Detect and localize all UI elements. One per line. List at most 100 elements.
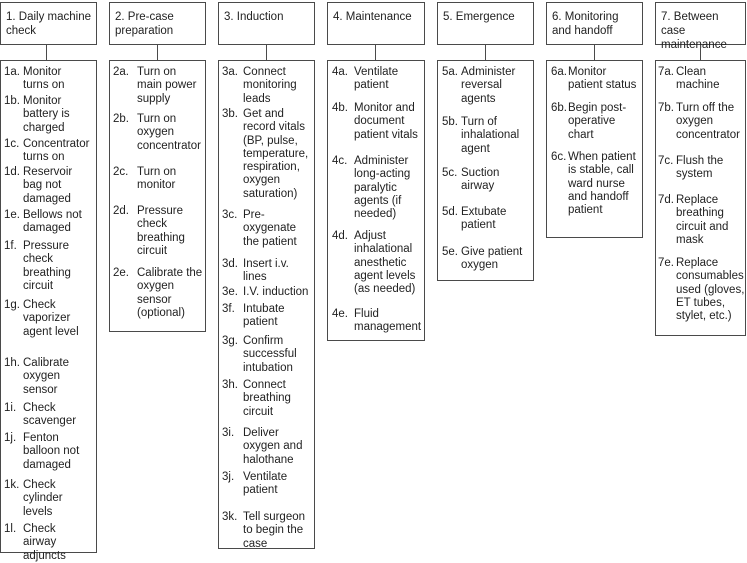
- item-text: Ventilate patient: [243, 471, 288, 497]
- column-7-connector: [700, 45, 701, 60]
- item-number: 5a.: [442, 66, 458, 78]
- item-text: Insert i.v. lines: [243, 258, 289, 284]
- item-text: Fluid management: [354, 308, 422, 334]
- column-6-connector: [594, 45, 595, 60]
- item-number: 2e.: [113, 267, 129, 279]
- column-1-header: 1. Daily machine check: [0, 2, 97, 45]
- item-text: Turn of inhalational agent: [461, 116, 520, 155]
- list-item: 3c.Pre-oxygenate the patient: [222, 209, 312, 249]
- list-item: 5b.Turn of inhalational agent: [442, 116, 531, 156]
- column-7-list: 7a.Clean machine 7b.Turn off the oxygen …: [655, 60, 746, 336]
- list-item: 2c.Turn on monitor: [113, 166, 203, 193]
- item-text: Replace breathing circuit and mask: [676, 194, 729, 246]
- item-text: Confirm successful intubation: [243, 335, 297, 374]
- column-7-header: 7. Between case maintenance: [655, 2, 746, 51]
- item-number: 1i.: [4, 402, 17, 414]
- list-item: 5a.Administer reversal agents: [442, 66, 531, 106]
- item-number: 2d.: [113, 205, 129, 217]
- item-text: Get and record vitals (BP, pulse, temper…: [243, 108, 309, 200]
- list-item: 4e. Fluid management: [332, 308, 422, 335]
- item-number: 4e.: [332, 308, 348, 320]
- list-item: 1e.Bellows not damaged: [4, 209, 89, 236]
- item-number: 3c.: [222, 209, 238, 221]
- list-item: 1i. Check scavenger: [4, 402, 89, 429]
- column-6-header: 6. Monitoring and handoff: [546, 2, 643, 45]
- list-item: 5c.Suction airway: [442, 167, 531, 194]
- item-number: 1l.: [4, 523, 17, 535]
- item-text: Check scavenger: [23, 402, 77, 428]
- item-number: 4b.: [332, 102, 348, 114]
- item-number: 7e.: [658, 257, 674, 269]
- list-item: 1d.Reservoir bag not damaged: [4, 166, 93, 206]
- item-number: 1d.: [4, 166, 20, 178]
- list-item: 3e.I.V. induction: [222, 286, 312, 299]
- item-number: 6c.: [551, 151, 567, 163]
- item-text: Extubate patient: [461, 206, 507, 232]
- list-item: 2d. Pressure check breathing circuit: [113, 205, 203, 258]
- item-text: Intubate patient: [243, 303, 285, 329]
- list-item: 6b.Begin post-operative chart: [551, 102, 640, 142]
- column-2-list: 2a.Turn on main power supply 2b.Turn on …: [109, 60, 206, 332]
- list-item: 7b.Turn off the oxygen concentrator: [658, 102, 745, 142]
- column-4-header: 4. Maintenance: [327, 2, 425, 45]
- item-text: Concentrator turns on: [23, 138, 90, 164]
- list-item: 7e.Replace consumables used (gloves, ET …: [658, 257, 745, 323]
- column-4-list: 4a.Ventilate patient 4b. Monitor and docu…: [327, 60, 425, 341]
- item-number: 7b.: [658, 102, 674, 114]
- list-item: 1g.Check vaporizer agent level: [4, 299, 89, 339]
- item-text: Pressure check breathing circuit: [137, 205, 185, 257]
- item-text: Check vaporizer agent level: [23, 299, 79, 338]
- column-1-connector: [46, 45, 47, 60]
- item-text: Check airway adjuncts: [23, 523, 66, 562]
- item-text: Pressure check breathing circuit: [23, 240, 71, 292]
- list-item: 5d.Extubate patient: [442, 206, 531, 233]
- item-text: Connect monitoring leads: [243, 66, 297, 105]
- list-item: 4c. Administer long-acting paralytic agen…: [332, 155, 422, 221]
- item-number: 3h.: [222, 379, 238, 391]
- item-number: 6b.: [551, 102, 567, 114]
- list-item: 1j.Fenton balloon not damaged: [4, 432, 89, 472]
- item-number: 2c.: [113, 166, 129, 178]
- item-text: Turn on oxygen concentrator: [137, 113, 201, 152]
- column-5-list: 5a.Administer reversal agents 5b.Turn of…: [437, 60, 534, 281]
- list-item: 3b.Get and record vitals (BP, pulse, tem…: [222, 108, 312, 201]
- item-text: Connect breathing circuit: [243, 379, 291, 418]
- item-text: Flush the system: [676, 155, 724, 181]
- list-item: 4d.Adjust inhalational anesthetic agent …: [332, 230, 422, 296]
- item-text: I.V. induction: [243, 286, 309, 298]
- item-number: 5e.: [442, 246, 458, 258]
- list-item: 4a.Ventilate patient: [332, 66, 422, 93]
- item-text: Deliver oxygen and halothane: [243, 427, 303, 466]
- item-number: 1c.: [4, 138, 20, 150]
- list-item: 3d.Insert i.v. lines: [222, 258, 312, 285]
- item-text: Monitor and document patient vitals: [354, 102, 418, 141]
- item-text: Check cylinder levels: [23, 479, 63, 518]
- column-1-list: 1a.Monitor turns on 1b.Monitor battery i…: [0, 60, 97, 562]
- item-number: 7a.: [658, 66, 674, 78]
- item-number: 3k.: [222, 511, 238, 523]
- item-number: 1h.: [4, 357, 20, 369]
- column-3-connector: [266, 45, 267, 60]
- item-text: Ventilate patient: [354, 66, 399, 92]
- list-item: 2a.Turn on main power supply: [113, 66, 203, 106]
- item-text: Replace consumables used (gloves, ET tub…: [676, 257, 745, 323]
- column-2-connector: [157, 45, 158, 60]
- item-number: 1g.: [4, 299, 20, 311]
- item-text: Give patient oxygen: [461, 246, 523, 272]
- list-item: 1k.Check cylinder levels: [4, 479, 89, 519]
- list-item: 6a.Monitor patient status: [551, 66, 640, 93]
- list-item: 1h.Calibrate oxygen sensor: [4, 357, 89, 397]
- item-number: 4c.: [332, 155, 348, 167]
- item-text: Administer long-acting paralytic agents …: [354, 155, 411, 221]
- column-6-list: 6a.Monitor patient status 6b.Begin post-…: [546, 60, 643, 238]
- item-number: 5c.: [442, 167, 458, 179]
- list-item: 7d.Replace breathing circuit and mask: [658, 194, 745, 247]
- list-item: 3k. Tell surgeon to begin the case: [222, 511, 312, 551]
- item-text: Administer reversal agents: [461, 66, 516, 105]
- list-item: 4b. Monitor and document patient vitals: [332, 102, 422, 142]
- item-text: Monitor patient status: [568, 66, 637, 92]
- list-item: 1b.Monitor battery is charged: [4, 95, 89, 135]
- list-item: 1a.Monitor turns on: [4, 66, 89, 93]
- item-text: Tell surgeon to begin the case: [243, 511, 306, 550]
- column-5-connector: [485, 45, 486, 60]
